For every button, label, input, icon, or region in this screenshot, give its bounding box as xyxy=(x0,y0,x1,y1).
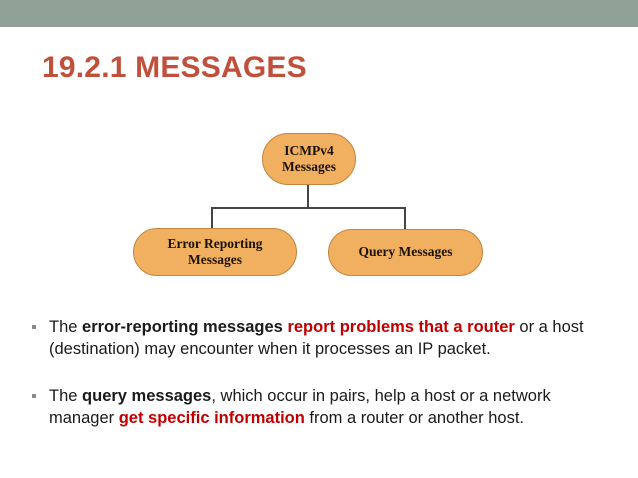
connector-stem xyxy=(307,183,309,209)
bullet-2-seg-3: , which occur in pairs, help a host or a… xyxy=(49,386,551,428)
header-bar xyxy=(0,0,638,27)
diagram-node-query-messages: Query Messages xyxy=(328,229,483,276)
bullet-list: The error-reporting messages report prob… xyxy=(32,316,614,454)
list-item: The error-reporting messages report prob… xyxy=(32,316,614,361)
bullet-1-seg-4-red: report problems that a router xyxy=(287,318,515,336)
node-left-line1: Error Reporting xyxy=(167,235,263,251)
connector-drop-left xyxy=(211,207,213,231)
page-title: 19.2.1 MESSAGES xyxy=(42,51,307,84)
node-root-line2: Messages xyxy=(282,159,336,174)
bullet-2-seg-2-bold: query messages xyxy=(82,386,212,405)
bullet-2-seg-1: The xyxy=(49,386,83,405)
bullet-1-seg-2-bold: error-reporting messages xyxy=(82,318,283,336)
diagram-node-error-reporting-messages: Error Reporting Messages xyxy=(133,228,297,276)
connector-drop-right xyxy=(404,207,406,231)
bullet-2-seg-5: from a router or another host. xyxy=(304,409,525,428)
bullet-2-seg-4-red: get specific information xyxy=(118,409,305,428)
bullet-1-seg-1: The xyxy=(49,318,83,336)
bullet-marker-icon xyxy=(32,325,36,329)
bullet-text-error-reporting: The error-reporting messages report prob… xyxy=(49,316,614,361)
list-item: The query messages, which occur in pairs… xyxy=(32,385,614,430)
bullet-1-seg-5: or a host (destination) may encounter wh… xyxy=(49,318,584,359)
bullet-text-query-messages: The query messages, which occur in pairs… xyxy=(49,385,614,430)
node-right-line1: Query Messages xyxy=(358,244,453,260)
connector-horizontal-bar xyxy=(211,207,406,209)
icmpv4-hierarchy-diagram: ICMPv4 Messages Error Reporting Messages… xyxy=(133,133,483,276)
node-left-line2: Messages xyxy=(188,252,242,267)
node-root-line1: ICMPv4 xyxy=(284,142,334,158)
bullet-marker-icon xyxy=(32,393,36,398)
diagram-node-icmpv4-messages: ICMPv4 Messages xyxy=(262,133,356,185)
